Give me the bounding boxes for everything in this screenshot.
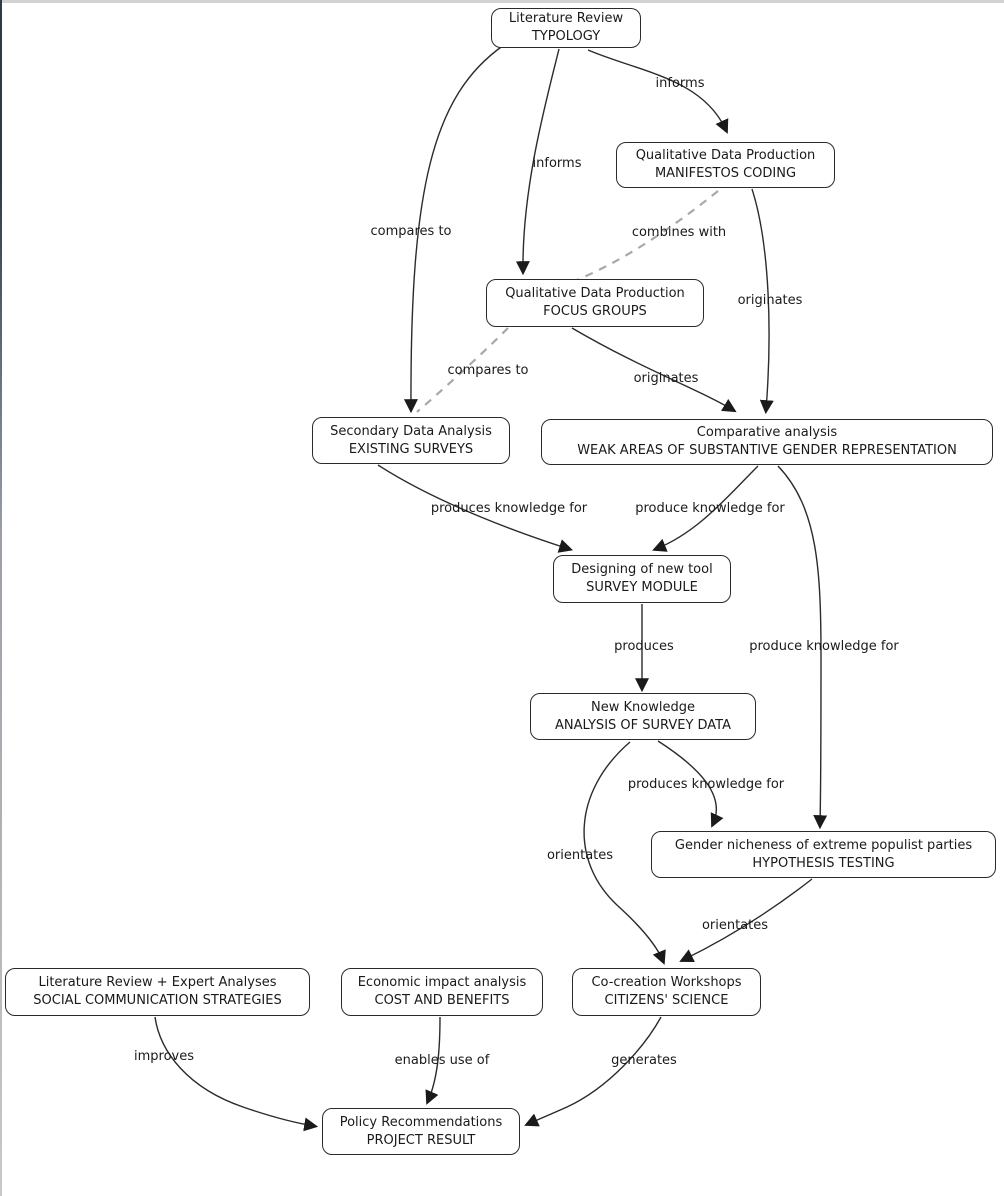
edge-label-compares-to-left[interactable]: compares to: [370, 224, 452, 239]
edge-label-informs-focus-groups[interactable]: informs: [532, 156, 582, 171]
edge-label-produces-knowledge-hypothesis[interactable]: produces knowledge for: [627, 777, 785, 792]
node-subtitle: FOCUS GROUPS: [543, 304, 647, 319]
node-secondary-data-analysis[interactable]: Secondary Data Analysis EXISTING SURVEYS: [312, 417, 510, 464]
edge-label-originates-manifestos[interactable]: originates: [737, 293, 803, 308]
node-title: Literature Review + Expert Analyses: [38, 975, 277, 990]
node-title: Qualitative Data Production: [635, 148, 816, 163]
node-title: Gender nicheness of extreme populist par…: [674, 837, 973, 853]
node-literature-review-typology[interactable]: Literature Review TYPOLOGY: [491, 8, 641, 48]
node-manifestos-coding[interactable]: Qualitative Data Production MANIFESTOS C…: [616, 142, 835, 188]
edge-label-generates[interactable]: generates: [611, 1053, 677, 1068]
node-subtitle: WEAK AREAS OF SUBSTANTIVE GENDER REPRESE…: [577, 443, 957, 458]
edge-label-combines-with[interactable]: combines with: [631, 225, 727, 240]
edge-label-produces-knowledge-secondary[interactable]: produces knowledge for: [430, 501, 588, 516]
node-subtitle: EXISTING SURVEYS: [348, 441, 474, 457]
node-social-communication-strategies[interactable]: Literature Review + Expert Analyses SOCI…: [5, 968, 310, 1016]
node-subtitle: COST AND BENEFITS: [374, 993, 510, 1008]
edge-label-orientates-new-knowledge[interactable]: orientates: [546, 848, 614, 863]
edge-label-enables-use-of[interactable]: enables use of: [394, 1053, 490, 1068]
edge-label-improves[interactable]: improves: [133, 1049, 195, 1064]
node-hypothesis-testing[interactable]: Gender nicheness of extreme populist par…: [651, 831, 996, 878]
node-title: New Knowledge: [591, 699, 695, 715]
window-left-edge: [0, 0, 2, 1196]
node-title: Economic impact analysis: [357, 975, 527, 990]
node-title: Literature Review: [508, 11, 624, 26]
node-subtitle: ANALYSIS OF SURVEY DATA: [554, 717, 732, 733]
window-top-edge: [0, 0, 1004, 3]
node-subtitle: PROJECT RESULT: [366, 1132, 476, 1148]
node-cocreation-workshops[interactable]: Co-creation Workshops CITIZENS' SCIENCE: [572, 968, 761, 1016]
edge-label-informs-manifestos[interactable]: informs: [655, 76, 705, 91]
node-focus-groups[interactable]: Qualitative Data Production FOCUS GROUPS: [486, 279, 704, 327]
node-subtitle: CITIZENS' SCIENCE: [604, 993, 729, 1008]
node-subtitle: TYPOLOGY: [531, 29, 601, 44]
node-subtitle: HYPOTHESIS TESTING: [752, 855, 895, 871]
node-title: Designing of new tool: [571, 562, 713, 577]
node-policy-recommendations[interactable]: Policy Recommendations PROJECT RESULT: [322, 1108, 520, 1155]
node-subtitle: SOCIAL COMMUNICATION STRATEGIES: [33, 993, 282, 1008]
edge-label-produce-knowledge-hypothesis[interactable]: produce knowledge for: [749, 639, 899, 654]
edge-label-produce-knowledge-comparative[interactable]: produce knowledge for: [635, 501, 785, 516]
node-title: Secondary Data Analysis: [330, 423, 492, 439]
edge-label-compares-to-dashed[interactable]: compares to: [447, 363, 529, 378]
node-economic-impact-analysis[interactable]: Economic impact analysis COST AND BENEFI…: [341, 968, 543, 1016]
edge-label-originates-focus-groups[interactable]: originates: [633, 371, 699, 386]
edge-label-produces[interactable]: produces: [614, 639, 674, 654]
node-title: Policy Recommendations: [339, 1114, 503, 1130]
node-comparative-analysis[interactable]: Comparative analysis WEAK AREAS OF SUBST…: [541, 419, 993, 465]
node-subtitle: MANIFESTOS CODING: [654, 166, 797, 181]
node-title: Comparative analysis: [696, 425, 838, 440]
node-subtitle: SURVEY MODULE: [586, 580, 698, 595]
node-title: Co-creation Workshops: [591, 975, 742, 990]
node-title: Qualitative Data Production: [505, 286, 685, 301]
node-survey-module[interactable]: Designing of new tool SURVEY MODULE: [553, 555, 731, 603]
edge-label-orientates-hypothesis[interactable]: orientates: [701, 918, 769, 933]
node-new-knowledge[interactable]: New Knowledge ANALYSIS OF SURVEY DATA: [530, 693, 756, 740]
